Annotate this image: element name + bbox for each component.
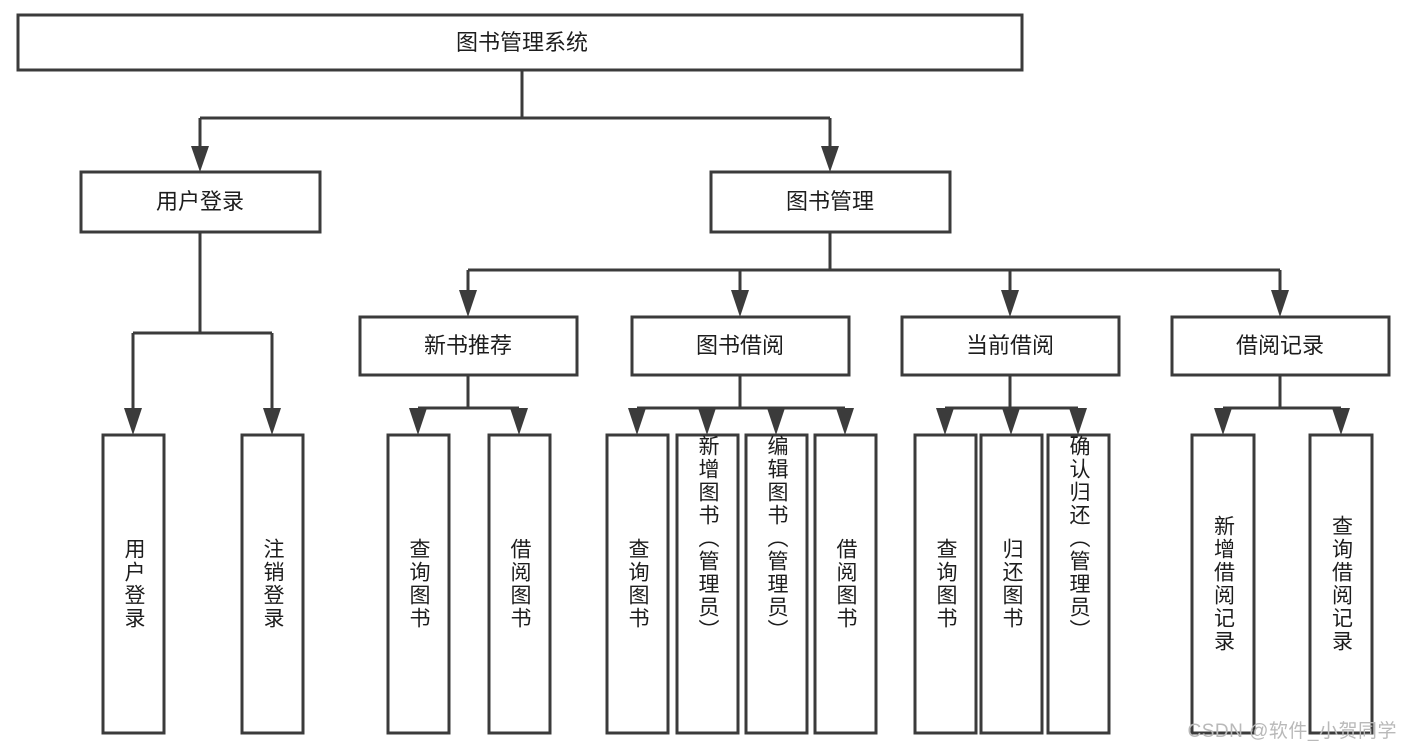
node-current-borrow-box[interactable] [900, 315, 1121, 377]
leaf-box-query-record[interactable] [1308, 433, 1374, 735]
connector-layer [124, 70, 1350, 435]
leaf-box-query-book-1[interactable] [386, 433, 451, 735]
leaf-box-edit-book[interactable] [744, 433, 809, 735]
node-user-login-box[interactable] [79, 170, 322, 234]
arrow-user-login-leaf-2 [263, 408, 281, 435]
node-new-book-recommend-box[interactable] [358, 315, 579, 377]
node-new-book-recommend[interactable]: 新书推荐 [358, 315, 579, 377]
arrow-bm-to-borrow [731, 290, 749, 317]
arrow-bm-to-current [1001, 290, 1019, 317]
node-book-borrow[interactable]: 图书借阅 [630, 315, 851, 377]
leaf-box-confirm-return[interactable] [1046, 433, 1111, 735]
node-book-borrow-label: 图书借阅 [696, 333, 784, 358]
leaf-box-return-book[interactable] [979, 433, 1044, 735]
arrow-borrow-leaf-3 [767, 408, 785, 435]
node-borrow-record-label: 借阅记录 [1236, 333, 1324, 358]
arrow-bm-to-recommend [459, 290, 477, 317]
leaf-box-borrow-book-1[interactable] [487, 433, 552, 735]
arrow-record-leaf-2 [1332, 408, 1350, 435]
arrow-record-leaf-1 [1214, 408, 1232, 435]
arrow-borrow-leaf-2 [698, 408, 716, 435]
node-book-manage[interactable]: 图书管理 [709, 170, 952, 234]
leaf-box-query-book-2[interactable] [605, 433, 670, 735]
node-current-borrow[interactable]: 当前借阅 [900, 315, 1121, 377]
arrow-recommend-leaf-2 [510, 408, 528, 435]
arrow-recommend-leaf-1 [409, 408, 427, 435]
node-root-label: 图书管理系统 [456, 30, 588, 55]
arrow-borrow-leaf-1 [628, 408, 646, 435]
csdn-watermark: CSDN @软件_小贺同学 [1187, 721, 1397, 742]
arrow-root-to-book-manage [821, 146, 839, 172]
leaf-box-borrow-book-2[interactable] [813, 433, 878, 735]
node-layer: 图书管理系统 用户登录 图书管理 新书推荐 图书借阅 [16, 13, 1391, 735]
arrow-current-leaf-2 [1002, 408, 1020, 435]
arrow-current-leaf-3 [1069, 408, 1087, 435]
leaf-box-add-book[interactable] [675, 433, 740, 735]
arrow-borrow-leaf-4 [836, 408, 854, 435]
leaf-box-add-record[interactable] [1190, 433, 1256, 735]
node-user-login-label: 用户登录 [156, 189, 244, 214]
node-book-manage-box[interactable] [709, 170, 952, 234]
leaf-box-logout[interactable] [240, 433, 305, 735]
node-root-box[interactable] [16, 13, 1024, 72]
arrow-user-login-leaf-1 [124, 408, 142, 435]
leaf-box-user-login[interactable] [101, 433, 166, 735]
node-root[interactable]: 图书管理系统 [16, 13, 1024, 72]
leaf-box-query-book-3[interactable] [913, 433, 978, 735]
node-current-borrow-label: 当前借阅 [966, 333, 1054, 358]
node-borrow-record[interactable]: 借阅记录 [1170, 315, 1391, 377]
arrow-root-to-user-login [191, 146, 209, 172]
node-new-book-recommend-label: 新书推荐 [424, 333, 512, 358]
node-borrow-record-box[interactable] [1170, 315, 1391, 377]
node-book-borrow-box[interactable] [630, 315, 851, 377]
arrow-bm-to-record [1271, 290, 1289, 317]
node-book-manage-label: 图书管理 [786, 189, 874, 214]
node-user-login[interactable]: 用户登录 [79, 170, 322, 234]
arrow-current-leaf-1 [936, 408, 954, 435]
